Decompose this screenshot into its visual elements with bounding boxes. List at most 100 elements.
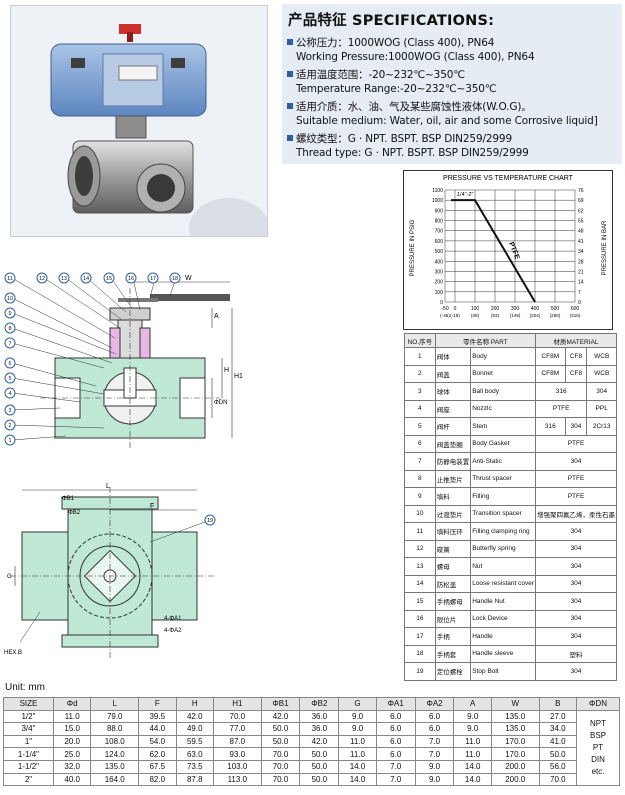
part-name-en: Nozzlc (470, 399, 536, 418)
part-material: PTFE (535, 469, 617, 488)
size-cell: 9.0 (453, 722, 492, 736)
size-cell: 7.0 (414, 734, 455, 749)
dn-note: NPT (590, 718, 607, 728)
part-name-cn: 手柄螺母 (434, 592, 472, 611)
callout-12: 12 (39, 276, 45, 282)
size-cell: 14.0 (338, 759, 377, 774)
part-name-en: Handle (470, 627, 536, 646)
part-material: CF8M (535, 364, 566, 383)
chart-xtick: 300 (511, 306, 520, 312)
spec-text: Working Pressure:1000WOG (Class 400), PN… (296, 51, 535, 63)
dim-h1-label: H1 (234, 373, 243, 380)
pressure-temperature-chart: PRESSURE VS TEMPERATURE CHART PRESSURE I… (403, 170, 613, 330)
chart-xtick-c: (316) (570, 313, 581, 318)
chart-xtick: 400 (531, 306, 540, 312)
col-material-header: 材质MATERIAL (535, 333, 617, 348)
part-name-cn: 防静电装置 (434, 452, 472, 471)
part-name-cn: 阀杆 (434, 417, 472, 436)
size-cell: 6.0 (375, 722, 416, 736)
part-material: 304 (535, 592, 617, 611)
size-cell: 70.0 (538, 772, 578, 787)
chart-xtick-c: (93) (491, 313, 500, 318)
part-material: WCB (586, 347, 617, 366)
chart-ytick-bar: 14 (578, 280, 584, 286)
size-cell: 9.0 (338, 709, 377, 724)
bullet-square-icon (287, 135, 293, 141)
size-cell: 11.0 (453, 747, 492, 761)
part-no: 7 (404, 452, 436, 471)
size-cell: 7.0 (375, 772, 416, 787)
size-cell: 170.0 (490, 734, 540, 749)
callout-19: 19 (207, 518, 213, 524)
part-material: 304 (535, 627, 617, 646)
callout-1: 1 (8, 438, 11, 444)
part-material: PTFE (534, 399, 588, 418)
chart-xtick: 600 (571, 306, 580, 312)
bullet-square-icon (287, 103, 293, 109)
size-cell: 87.0 (213, 734, 262, 749)
callout-14: 14 (83, 276, 89, 282)
chart-ytick-bar: 34 (578, 249, 584, 255)
chart-ytick-bar: 28 (578, 259, 584, 265)
size-cell: 103.0 (213, 759, 262, 774)
valve-section-drawing: W H1 H A ΦDN 11 12 (0, 268, 250, 468)
chart-ytick-psi: 0 (440, 300, 443, 306)
size-cell: 82.0 (138, 772, 177, 787)
part-no: 15 (404, 592, 436, 611)
chart-xtick: -50 (441, 306, 448, 312)
size-cell: 1/2" (3, 709, 54, 724)
size-cell: 41.0 (538, 734, 578, 749)
handle-sleeve-shape (150, 294, 230, 301)
specifications-box: 产品特征 SPECIFICATIONS: 公称压力：1000WOG (Class… (282, 4, 622, 164)
spec-line: 螺纹类型：G · NPT. BSPT. BSP DIN259/2999 (287, 131, 512, 146)
part-name-cn: 球体 (434, 382, 472, 401)
chart-ylabel-left: PRESSURE IN PSIG (410, 219, 416, 276)
chart-ytick-psi: 400 (435, 259, 444, 265)
size-cell: 93.0 (213, 747, 262, 761)
size-col-header: G (338, 697, 377, 711)
chart-ytick-bar: 62 (578, 208, 584, 214)
size-col-header: ΦB2 (299, 697, 340, 711)
part-material: WCB (586, 364, 617, 383)
callout-18: 18 (172, 276, 178, 282)
size-cell: 6.0 (414, 709, 455, 724)
part-no: 16 (404, 609, 436, 628)
size-cell: 88.0 (90, 722, 140, 736)
valve-top-view-drawing: L F ΦB1 ΦB2 G 4-ΦA1 4-ΦA2 HEX.B 19 (0, 482, 235, 664)
size-col-header: A (453, 697, 492, 711)
dim-dn-label: ΦDN (214, 400, 227, 406)
chart-ytick-psi: 200 (435, 280, 444, 286)
chart-ytick-bar: 55 (578, 219, 584, 225)
callout-10: 10 (7, 296, 13, 302)
size-cell: 50.0 (299, 747, 340, 761)
part-name-cn: 填料压环 (434, 522, 472, 541)
size-col-header: ΦDN (576, 697, 620, 711)
part-no: 3 (404, 382, 436, 401)
size-cell: 6.0 (375, 734, 416, 749)
size-cell: 73.5 (175, 759, 215, 774)
part-material: 304 (586, 382, 617, 401)
size-cell: 54.0 (138, 734, 177, 749)
size-cell: 11.0 (338, 734, 377, 749)
size-col-header: W (490, 697, 540, 711)
spec-text: Temperature Range:-20~232℃~350℃ (296, 83, 497, 95)
size-cell: 42.0 (175, 709, 215, 724)
chart-xtick-c: (149) (510, 313, 521, 318)
part-name-cn: 止推垫片 (434, 469, 472, 488)
size-cell: 77.0 (213, 722, 262, 736)
dim-l-label: L (106, 483, 110, 490)
callout-4: 4 (8, 391, 11, 397)
chart-ytick-bar: 76 (578, 188, 584, 194)
size-cell: 27.0 (538, 709, 578, 724)
size-cell: 135.0 (490, 709, 540, 724)
callout-2: 2 (8, 423, 11, 429)
spec-text: 螺纹类型：G · NPT. BSPT. BSP DIN259/2999 (296, 133, 512, 145)
size-col-header: H1 (213, 697, 262, 711)
